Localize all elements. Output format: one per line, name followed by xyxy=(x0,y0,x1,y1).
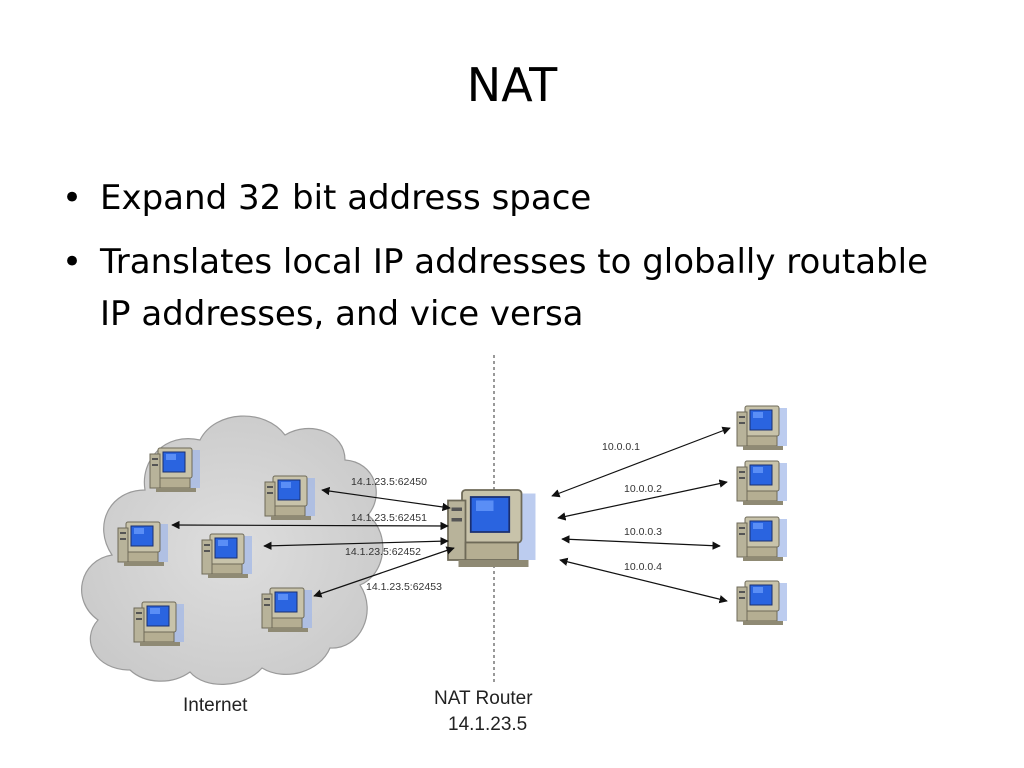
bullet-text: Expand 32 bit address space xyxy=(100,178,592,218)
bullet-dot-icon: • xyxy=(62,242,83,282)
private-ip-label: 10.0.0.3 xyxy=(624,526,662,538)
private-ip-label: 10.0.0.2 xyxy=(624,483,662,495)
nat-diagram: 14.1.23.5:62450 14.1.23.5:62451 14.1.23.… xyxy=(81,355,788,735)
public-mapping-label: 14.1.23.5:62452 xyxy=(345,546,421,558)
bullet-item: • Translates local IP addresses to global… xyxy=(62,236,962,340)
router-ip-label: 14.1.23.5 xyxy=(448,714,527,735)
internet-pc-icon xyxy=(264,475,316,521)
private-host-pc-icon xyxy=(736,580,788,626)
public-mapping-label: 14.1.23.5:62451 xyxy=(351,512,427,524)
bullet-list: • Expand 32 bit address space • Translates… xyxy=(62,172,962,352)
private-ip-label: 10.0.0.4 xyxy=(624,561,662,573)
bullet-item: • Expand 32 bit address space xyxy=(62,172,962,224)
public-mapping-label: 14.1.23.5:62450 xyxy=(351,476,427,488)
slide-title: NAT xyxy=(466,58,558,112)
mapping-arrow xyxy=(171,520,449,531)
mapping-arrow xyxy=(263,537,449,550)
private-host-pc-icon xyxy=(736,405,788,451)
mapping-arrow xyxy=(313,546,455,598)
private-arrow xyxy=(561,535,721,550)
internet-pc-icon xyxy=(261,587,313,633)
bullet-dot-icon: • xyxy=(62,178,83,218)
internet-pc-icon xyxy=(149,447,201,493)
private-host-pc-icon xyxy=(736,516,788,562)
private-ip-label: 10.0.0.1 xyxy=(602,441,640,453)
private-host-pc-icon xyxy=(736,460,788,506)
internet-pc-icon xyxy=(133,601,185,647)
nat-router-icon xyxy=(447,489,537,568)
internet-label: Internet xyxy=(183,695,248,716)
public-mapping-label: 14.1.23.5:62453 xyxy=(366,581,442,593)
private-arrow xyxy=(557,479,728,521)
internet-pc-icon xyxy=(201,533,253,579)
internet-pc-icon xyxy=(117,521,169,567)
bullet-text: Translates local IP addresses to globall… xyxy=(100,242,928,334)
mapping-arrow xyxy=(321,486,451,512)
private-arrow xyxy=(559,557,728,604)
router-label: NAT Router xyxy=(434,688,533,709)
